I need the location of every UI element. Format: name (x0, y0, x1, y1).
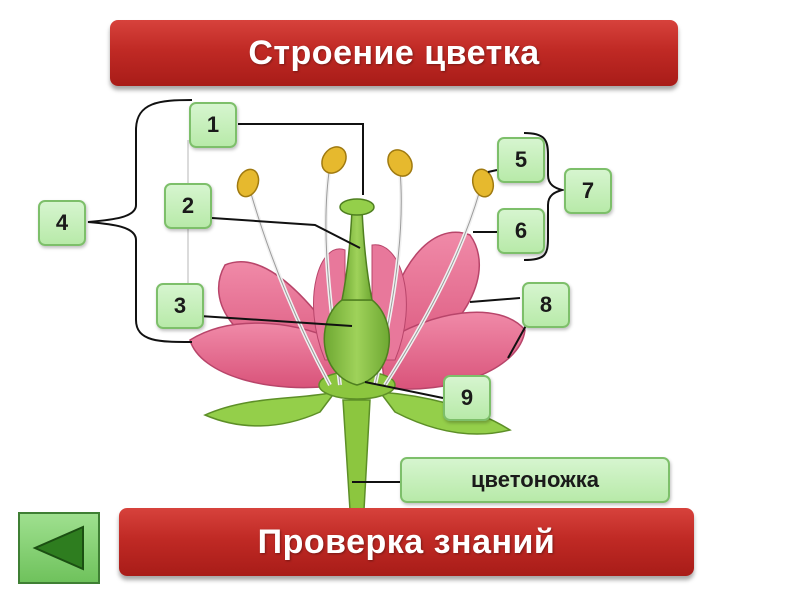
stem (342, 399, 371, 511)
petal-left (189, 322, 341, 389)
check-knowledge-button[interactable]: Проверка знаний (119, 508, 694, 576)
triangle-left-icon (32, 525, 84, 571)
pistil-ovary (323, 299, 391, 386)
anther (387, 149, 413, 177)
label-8[interactable]: 8 (522, 282, 570, 328)
stamen-filament (384, 189, 481, 386)
label-peduncle[interactable]: цветоножка (400, 457, 670, 503)
label-7[interactable]: 7 (564, 168, 612, 214)
bracket-4 (87, 99, 193, 343)
leader-line-2 (211, 217, 361, 249)
leader-line-5 (487, 169, 498, 173)
label-2[interactable]: 2 (164, 183, 212, 229)
anther (471, 168, 495, 198)
slide-title: Строение цветка (110, 20, 678, 86)
anther (321, 146, 347, 174)
label-1[interactable]: 1 (189, 102, 237, 148)
label-4[interactable]: 4 (38, 200, 86, 246)
leader-line-8b (507, 321, 529, 359)
pistil-style (341, 209, 373, 301)
bracket-7 (523, 132, 566, 261)
label-5[interactable]: 5 (497, 137, 545, 183)
leader-line-9 (364, 381, 444, 399)
leader-line-8a (469, 297, 521, 303)
leader-line-1 (238, 123, 364, 195)
stamen-filament (249, 189, 331, 386)
label-9[interactable]: 9 (443, 375, 491, 421)
label-6[interactable]: 6 (497, 208, 545, 254)
sepal-left (203, 390, 337, 427)
anther (236, 168, 260, 198)
leader-line-3 (199, 315, 353, 327)
back-button[interactable] (18, 512, 100, 584)
pistil-stigma (339, 198, 375, 216)
label-3[interactable]: 3 (156, 283, 204, 329)
